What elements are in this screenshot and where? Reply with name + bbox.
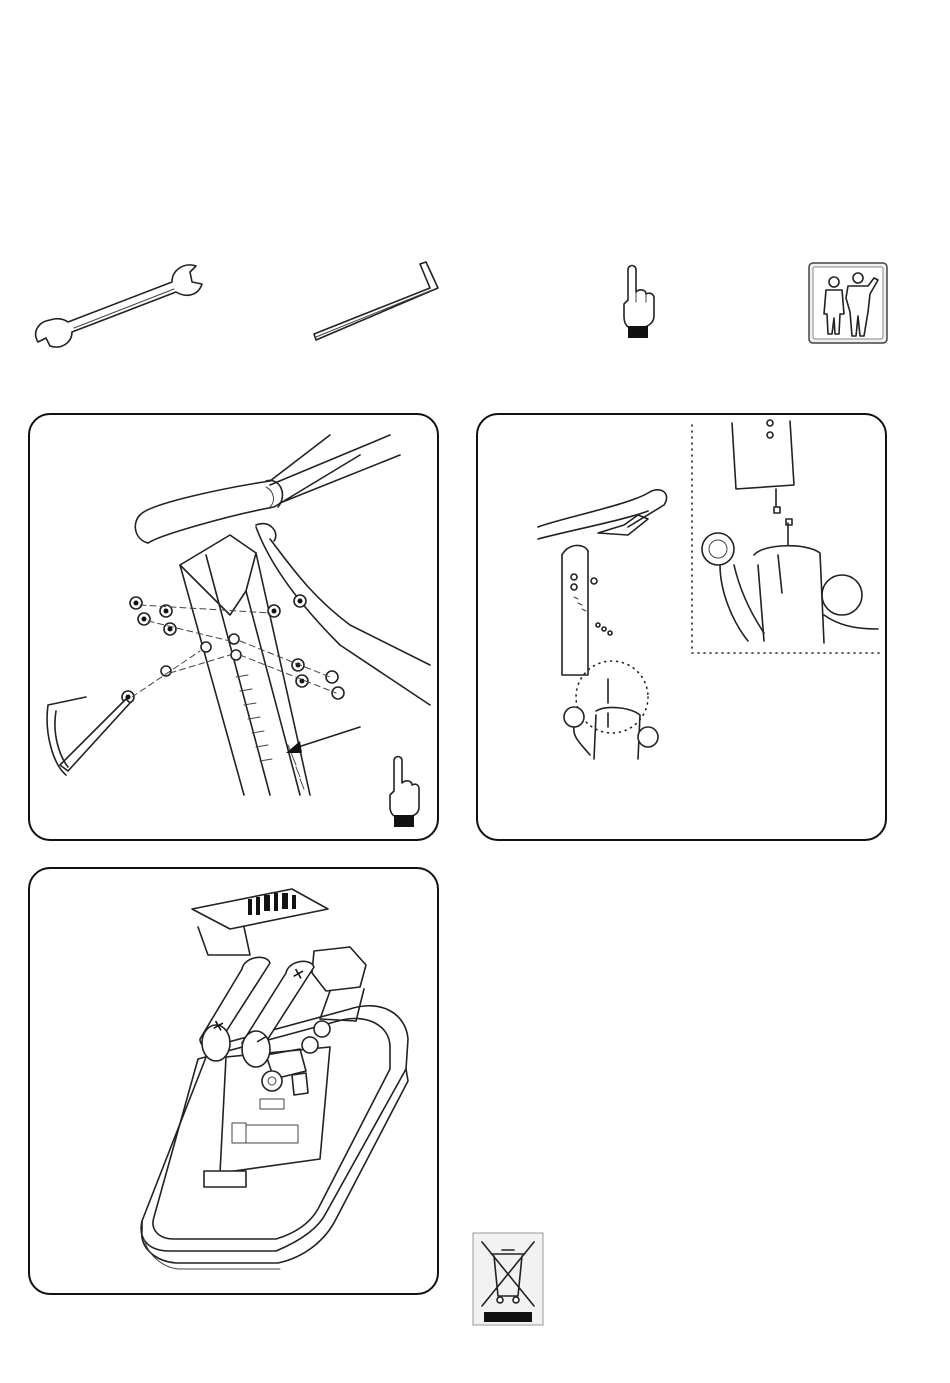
weee-crossed-bin-icon xyxy=(472,1232,544,1326)
open-wrench-icon xyxy=(28,262,204,354)
panel-battery-install: + + − xyxy=(28,867,439,1295)
handlebar-assembly-illustration xyxy=(30,415,437,839)
console-battery-illustration xyxy=(30,869,437,1293)
two-person-assembly-icon xyxy=(808,262,888,344)
pointing-finger-icon xyxy=(382,751,422,831)
cable-connector-illustration xyxy=(478,415,885,839)
pointing-finger-icon xyxy=(614,262,660,342)
panel-cable-connection xyxy=(476,413,887,841)
panel-handlebar-mount xyxy=(28,413,439,841)
hex-key-icon xyxy=(308,258,446,346)
